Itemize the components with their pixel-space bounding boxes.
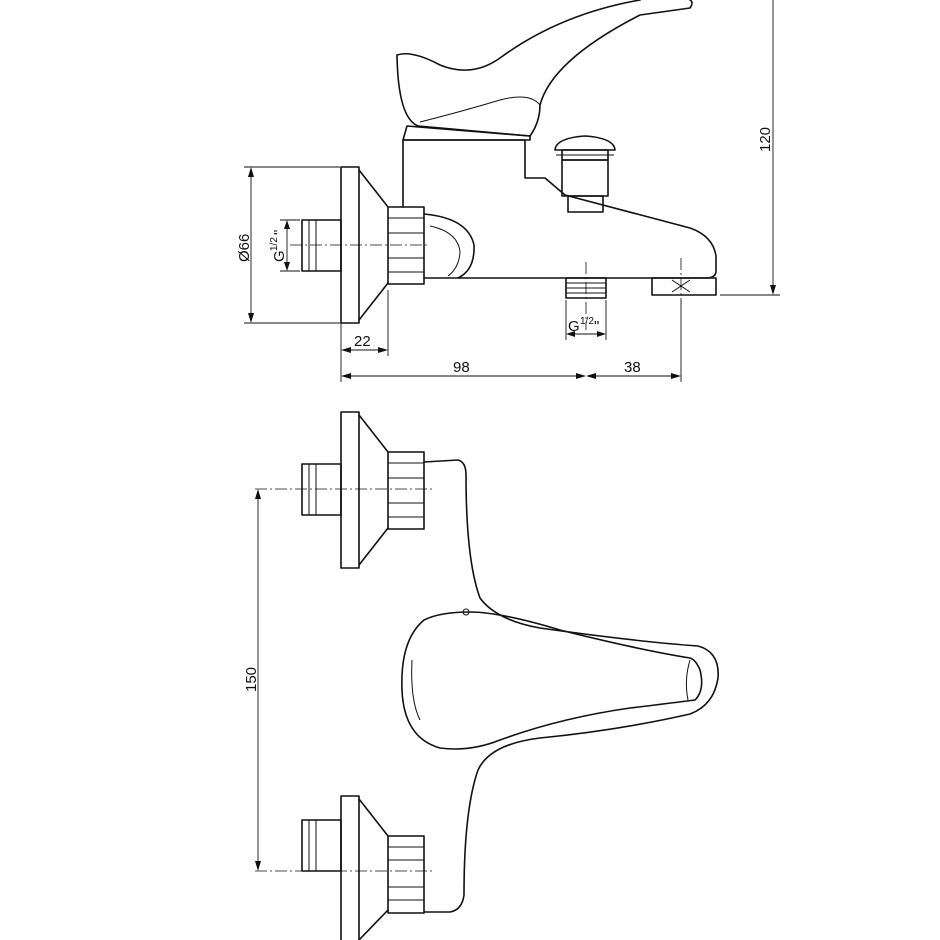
- mixer-body-side: [402, 139, 717, 279]
- diverter-button-side: [554, 135, 616, 213]
- lever-knob-top: [401, 611, 703, 750]
- lever-handle-side: [396, 0, 693, 137]
- dim-diameter-label: Ø66: [236, 234, 253, 262]
- dim-22-label: 22: [354, 333, 371, 350]
- inlet-stub-side: [301, 219, 342, 272]
- cartridge-side: [402, 125, 531, 141]
- hex-nut-side: [387, 206, 425, 285]
- upper-inlet-top: [255, 411, 435, 569]
- svg-text:": ": [594, 318, 599, 335]
- top-view: 150: [243, 411, 719, 940]
- dim-98: 98: [341, 359, 586, 379]
- side-view: Ø66 G 1/2 " 22: [236, 0, 780, 382]
- dim-98-label: 98: [453, 359, 470, 376]
- dim-120-label: 120: [757, 127, 774, 152]
- dim-38: 38: [586, 300, 682, 382]
- svg-text:G: G: [568, 318, 580, 335]
- spout-aerator-side: [651, 258, 717, 300]
- svg-text:": ": [271, 230, 288, 235]
- bottom-outlet-side: [565, 262, 607, 330]
- svg-text:1/2: 1/2: [269, 237, 280, 251]
- svg-text:1/2: 1/2: [580, 316, 594, 327]
- dim-150: 150: [243, 489, 261, 871]
- dim-thread-inlet: G 1/2 ": [269, 219, 300, 272]
- dim-120: 120: [720, 0, 780, 296]
- dim-22: 22: [340, 290, 389, 382]
- svg-text:G: G: [271, 250, 288, 262]
- mixer-body-top: [423, 459, 719, 913]
- dim-thread-outlet: G 1/2 ": [565, 300, 607, 340]
- dim-38-label: 38: [624, 359, 641, 376]
- lower-inlet-top: [255, 795, 435, 940]
- dim-diameter: Ø66: [236, 166, 340, 324]
- dim-150-label: 150: [243, 667, 260, 692]
